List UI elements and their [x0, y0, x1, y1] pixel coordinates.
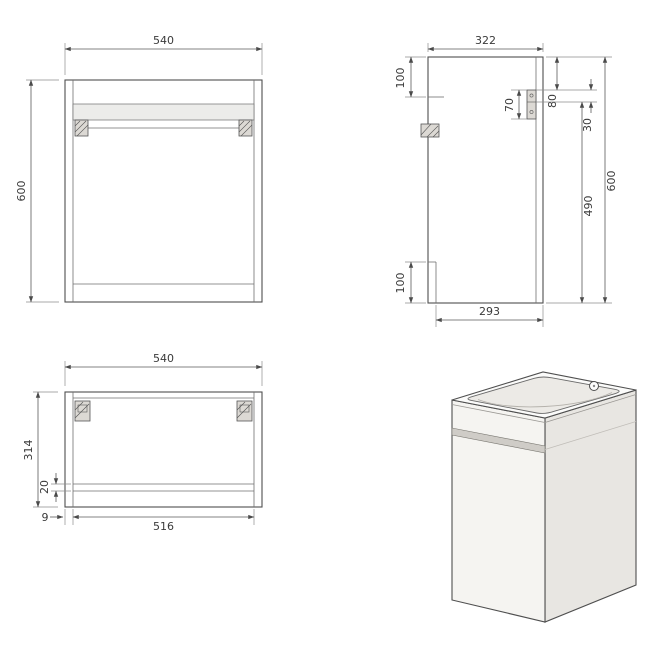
dim-label-base-depth: 293: [479, 305, 500, 318]
hatch-line: [238, 120, 245, 127]
hatch-line: [236, 403, 252, 419]
dim-label-panel-thickness: 9: [42, 511, 49, 524]
basin-bowl-outline: [467, 376, 620, 414]
hatch-line: [76, 124, 89, 137]
hatch-line: [74, 403, 90, 419]
dim-label-hanger-height: 70: [503, 98, 516, 112]
dim-label-top-recess: 100: [394, 68, 407, 89]
wall-hanger-bracket-icon: [526, 89, 537, 120]
hatch-line: [238, 120, 251, 133]
dim-panel-thickness: 9: [42, 509, 66, 525]
hatch-line: [74, 120, 81, 127]
cabinet-side-face: [544, 389, 637, 623]
dim-bottom-recess: 100: [394, 261, 426, 304]
dim-label-hanger-top-offset: 80: [546, 94, 559, 108]
door-handle-groove: [451, 427, 546, 454]
basin-rim-lip: [451, 404, 546, 423]
hatch-line: [240, 124, 253, 137]
dim-label-front-width: 540: [153, 34, 174, 47]
side-seam-line: [544, 421, 637, 450]
dim-label-hanger-to-floor: 490: [582, 196, 595, 217]
hinge-arm: [77, 404, 88, 413]
dim-side-height: 600: [546, 56, 618, 304]
perspective-view: [451, 371, 637, 623]
hinge-left-icon: [74, 119, 89, 137]
hanger-plate: [526, 89, 537, 120]
dim-label-side-height: 600: [605, 171, 618, 192]
side-cabinet-outline: [427, 56, 544, 304]
front-view: 540 600: [15, 34, 263, 303]
dim-hanger-slot: 30: [536, 79, 597, 132]
hinge-plate: [238, 119, 253, 137]
hatch-line: [74, 120, 87, 133]
dim-side-width: 322: [427, 34, 544, 52]
top-cabinet-outline: [64, 391, 263, 508]
top-view: 540 314 20 516 9: [22, 352, 263, 533]
hinge-arm: [239, 404, 250, 413]
dim-hanger-height: 70: [503, 89, 527, 120]
dim-label-side-width: 322: [475, 34, 496, 47]
dim-top-width: 540: [64, 352, 263, 386]
dim-label-hanger-slot: 30: [581, 118, 594, 132]
hinge-plan-left-icon: [74, 400, 91, 422]
dim-label-inner-width: 516: [153, 520, 174, 533]
hatch-line: [420, 123, 432, 136]
basin-rim-lip: [544, 394, 637, 423]
dim-front-height: 600: [15, 79, 59, 303]
dim-depth: 314: [22, 391, 58, 508]
screw-dot: [529, 110, 534, 114]
hinge-plan-right-icon: [236, 400, 253, 422]
dim-front-width: 540: [64, 34, 263, 75]
dim-hanger-top-offset: 80: [536, 56, 597, 108]
screw-dot: [529, 93, 534, 98]
hinge-side-icon: [420, 123, 440, 138]
basin-bowl-curve: [477, 392, 613, 408]
faucet-hole-center: [592, 384, 596, 388]
hinge-plate: [236, 400, 253, 422]
hatch-line: [74, 401, 84, 411]
hatch-line: [236, 401, 246, 411]
hatch-line: [426, 125, 439, 138]
hatch-line: [432, 130, 440, 138]
dim-base-depth: 293: [435, 305, 544, 327]
dim-hanger-to-floor: 490: [579, 101, 595, 304]
dim-label-bottom-recess: 100: [394, 273, 407, 294]
hinge-plate: [420, 123, 440, 138]
dim-top-recess: 100: [394, 56, 426, 98]
hinge-plate: [74, 119, 89, 137]
dim-label-front-rail: 20: [38, 480, 51, 494]
dim-front-rail: 20: [38, 473, 71, 502]
dim-label-top-width: 540: [153, 352, 174, 365]
front-top-rail: [72, 103, 255, 121]
dim-inner-width: 516: [72, 509, 255, 533]
hinge-plate: [74, 400, 91, 422]
side-view: 322 600 80 70 30 490: [394, 34, 618, 327]
dim-label-depth: 314: [22, 440, 35, 461]
hinge-right-icon: [238, 119, 253, 137]
dim-label-front-height: 600: [15, 181, 28, 202]
